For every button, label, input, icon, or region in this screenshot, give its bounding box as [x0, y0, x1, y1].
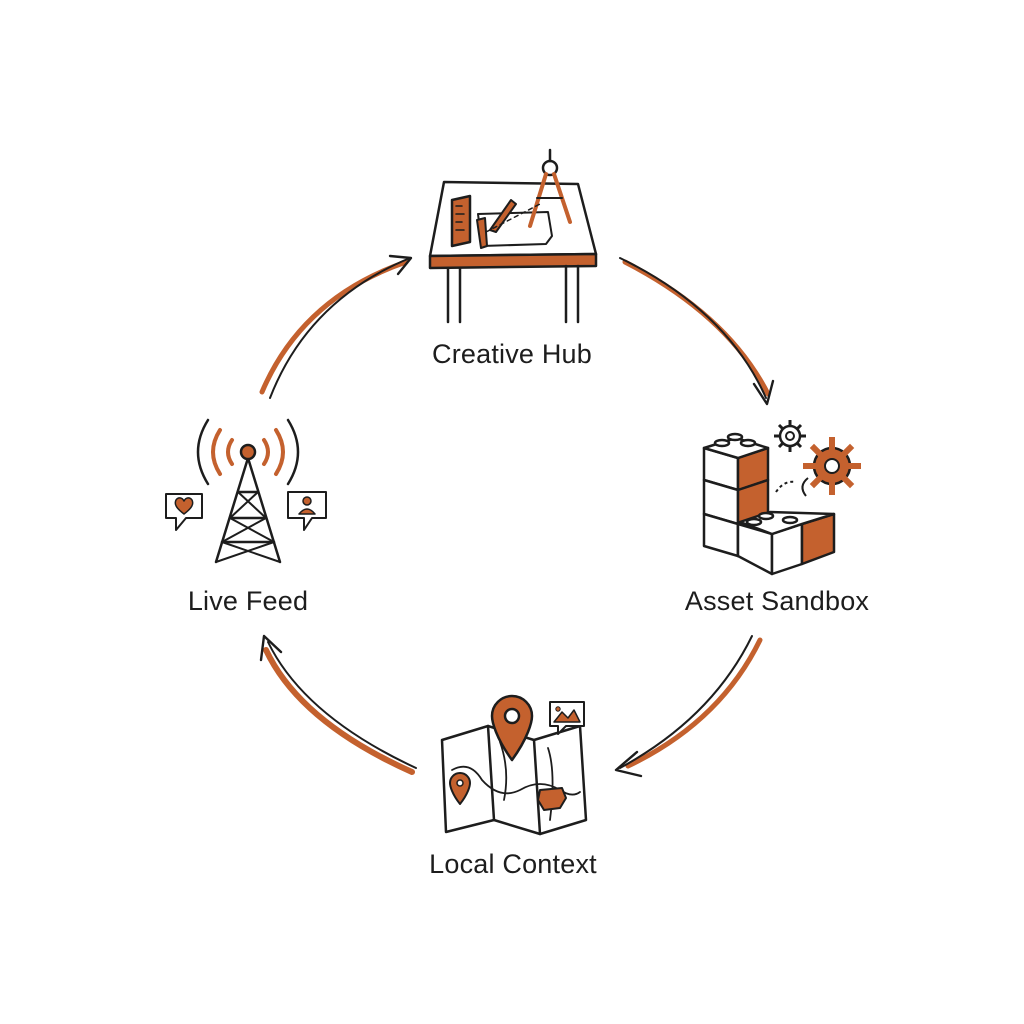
broadcast-tower-icon — [165, 418, 327, 564]
map-pin-icon — [440, 694, 588, 836]
node-label-creative-hub: Creative Hub — [432, 339, 592, 369]
arrow-feed-to-hub — [259, 254, 413, 399]
node-label-local-context: Local Context — [429, 849, 597, 879]
arrow-sandbox-to-context — [614, 635, 763, 778]
arrow-context-to-feed — [259, 634, 417, 775]
arrow-hub-to-sandbox — [619, 257, 775, 406]
drafting-table-icon — [428, 148, 598, 324]
building-blocks-gears-icon — [702, 420, 861, 576]
node-label-asset-sandbox: Asset Sandbox — [684, 586, 870, 616]
node-label-live-feed: Live Feed — [187, 586, 309, 616]
